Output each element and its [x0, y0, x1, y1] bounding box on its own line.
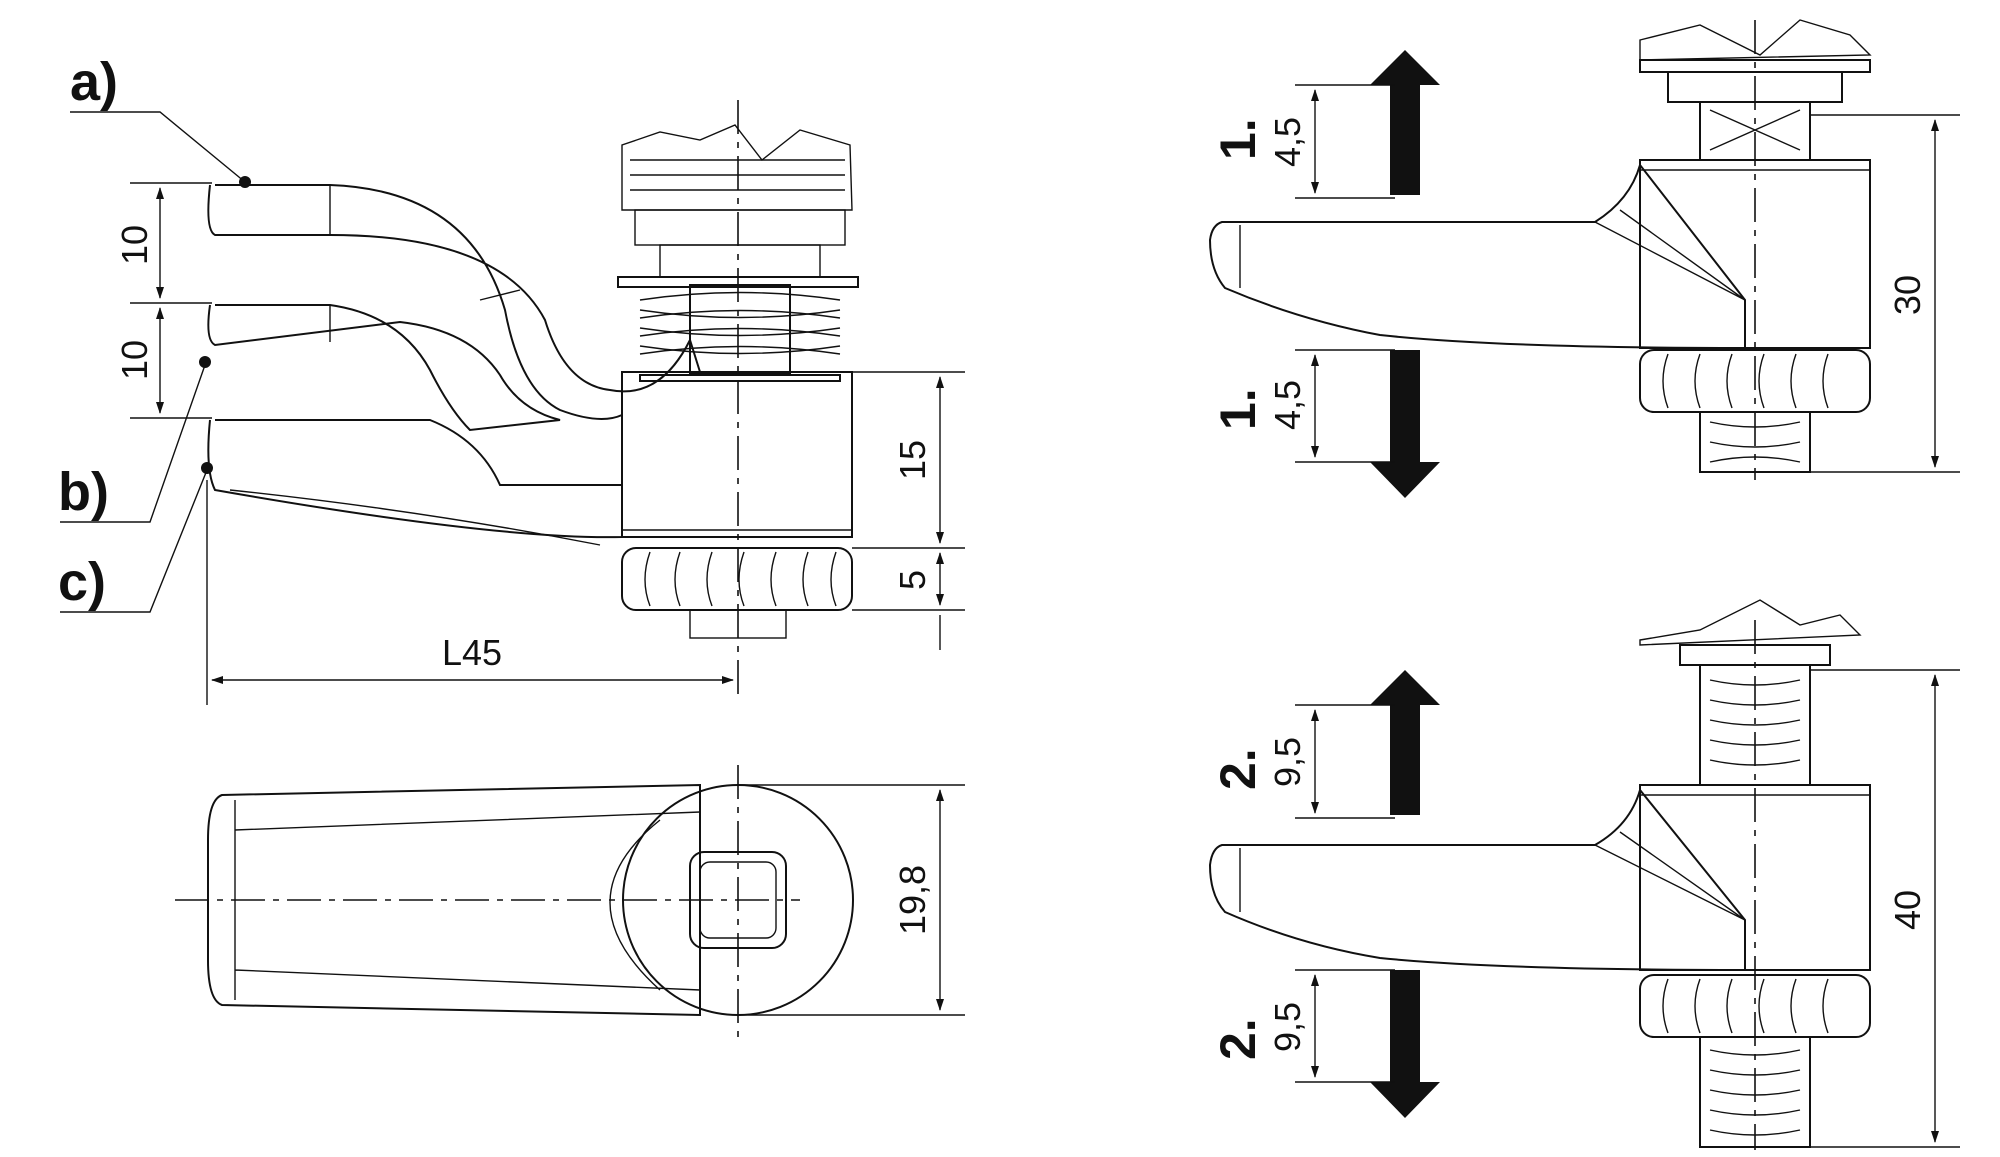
- dimension-length: L45: [206, 480, 734, 705]
- side-view: a) b) c) 10 10 15: [58, 52, 965, 705]
- view-step-1: 1. 1. 4,5 4,5 30: [1208, 19, 1960, 498]
- arrow-up-1: [1370, 50, 1440, 195]
- arrow-down-1: [1370, 350, 1440, 498]
- latch-arm-1: [1208, 162, 1746, 350]
- latch-c: [207, 419, 623, 539]
- svg-text:5: 5: [892, 570, 933, 590]
- svg-text:10: 10: [114, 225, 155, 265]
- svg-text:L45: L45: [442, 632, 502, 673]
- step-2-label: 2.: [1210, 748, 1266, 790]
- arrow-up-2: [1370, 670, 1440, 815]
- latch-top-outline: [207, 783, 701, 1017]
- svg-text:9,5: 9,5: [1267, 1002, 1308, 1052]
- dimension-height-2: 40: [1810, 669, 1960, 1148]
- latch-b: [207, 304, 561, 432]
- dimension-travel-2-lower: 9,5: [1267, 969, 1395, 1083]
- svg-text:40: 40: [1887, 890, 1928, 930]
- svg-text:9,5: 9,5: [1267, 737, 1308, 787]
- dimension-offset-b: 10: [114, 307, 212, 419]
- svg-text:4,5: 4,5: [1267, 117, 1308, 167]
- latch-arm-2: [1208, 787, 1746, 972]
- dimension-offset-a: 10: [114, 182, 212, 304]
- callout-b: b): [58, 462, 109, 522]
- arrow-down-2: [1370, 970, 1440, 1118]
- svg-text:30: 30: [1887, 275, 1928, 315]
- latch-a: [207, 184, 702, 420]
- callout-a: a): [70, 52, 118, 112]
- step-2-lower-label: 2.: [1210, 1018, 1266, 1060]
- svg-text:4,5: 4,5: [1267, 380, 1308, 430]
- lock-body: [621, 371, 853, 538]
- dimension-travel-2: 9,5: [1267, 704, 1395, 819]
- dimension-travel-1-lower: 4,5: [1267, 349, 1395, 463]
- svg-text:19,8: 19,8: [892, 865, 933, 935]
- step-1-label: 1.: [1210, 118, 1266, 160]
- svg-text:10: 10: [114, 340, 155, 380]
- step-1-lower-label: 1.: [1210, 388, 1266, 430]
- svg-text:15: 15: [892, 440, 933, 480]
- knurled-knob: [621, 547, 853, 639]
- dimension-body-height: 15: [852, 371, 965, 611]
- view-step-2: 2. 2. 9,5 9,5 40: [1208, 599, 1960, 1150]
- dimension-travel-1: 4,5: [1267, 84, 1395, 199]
- dimension-height-1: 30: [1810, 114, 1960, 473]
- callout-c: c): [58, 552, 106, 612]
- top-view: 19,8: [175, 765, 965, 1040]
- dimension-knob-height: 5: [892, 552, 944, 650]
- dimension-width: 19,8: [738, 784, 965, 1016]
